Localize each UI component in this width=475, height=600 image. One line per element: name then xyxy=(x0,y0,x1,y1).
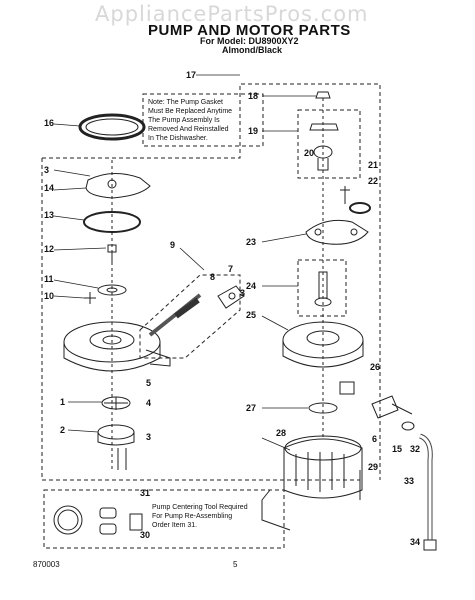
note-box xyxy=(142,93,264,147)
callout-3a: 3 xyxy=(44,165,49,175)
callout-28: 28 xyxy=(276,428,286,438)
callout-9: 9 xyxy=(170,240,175,250)
document-code: 870003 xyxy=(33,560,60,569)
pump-gasket xyxy=(78,113,146,141)
drain-connector xyxy=(371,395,399,419)
centering-tool-plug xyxy=(129,513,143,531)
callout-5: 5 xyxy=(146,378,151,388)
model-line: For Model: DU8900XY2 xyxy=(200,36,299,46)
callout-2: 2 xyxy=(60,425,65,435)
mounting-plate xyxy=(305,219,369,245)
impeller-subbox xyxy=(297,259,347,317)
callout-34: 34 xyxy=(410,537,420,547)
seal-washer xyxy=(97,284,127,296)
callout-14: 14 xyxy=(44,183,54,193)
screw xyxy=(107,244,117,262)
watermark-text: AppliancePartsPros.com xyxy=(95,2,369,26)
callout-18: 18 xyxy=(248,91,258,101)
pump-assembly-outline-top xyxy=(42,83,381,480)
tool-box xyxy=(43,489,285,549)
check-valve xyxy=(217,285,245,309)
callout-3b: 3 xyxy=(146,432,151,442)
pump-base xyxy=(97,424,135,440)
pump-housing-body xyxy=(63,342,161,372)
centering-tool-part-b xyxy=(99,523,117,535)
callout-32: 32 xyxy=(410,444,420,454)
centering-tool-note: Pump Centering Tool Required For Pump Re… xyxy=(152,504,248,529)
callout-30: 30 xyxy=(140,530,150,540)
callout-24: 24 xyxy=(246,281,256,291)
terminal-bracket xyxy=(339,381,355,395)
callout-8: 8 xyxy=(210,272,215,282)
slinger-disc xyxy=(308,402,338,414)
callout-31: 31 xyxy=(140,488,150,498)
page-number: 5 xyxy=(233,560,238,569)
motor xyxy=(283,438,363,499)
centering-tool-part-a xyxy=(99,507,117,519)
color-line: Almond/Black xyxy=(222,45,283,55)
callout-25: 25 xyxy=(246,310,256,320)
callout-26: 26 xyxy=(370,362,380,372)
callout-15: 15 xyxy=(392,444,402,454)
callout-12: 12 xyxy=(44,244,54,254)
hose-subbox xyxy=(139,274,241,359)
callout-27: 27 xyxy=(246,403,256,413)
callout-6: 6 xyxy=(372,434,377,444)
diagram-title: PUMP AND MOTOR PARTS xyxy=(148,22,351,39)
callout-29: 29 xyxy=(368,462,378,472)
seal-subbox xyxy=(297,109,361,179)
callout-16: 16 xyxy=(44,118,54,128)
impeller-shaft xyxy=(318,271,328,299)
shaft-seal xyxy=(309,123,339,131)
hose-clamp xyxy=(423,539,437,551)
motor-nut xyxy=(315,91,331,99)
callout-4: 4 xyxy=(146,398,151,408)
callout-7: 7 xyxy=(228,264,233,274)
callout-21: 21 xyxy=(368,160,378,170)
callout-23: 23 xyxy=(246,237,256,247)
centering-tool-ring xyxy=(53,505,83,535)
callout-20: 20 xyxy=(304,148,314,158)
callout-3c: 3 xyxy=(240,288,245,298)
o-ring xyxy=(349,202,371,214)
callout-13: 13 xyxy=(44,210,54,220)
callout-22: 22 xyxy=(368,176,378,186)
pump-guard xyxy=(85,173,151,199)
pump-gasket-note: Note: The Pump Gasket Must Be Replaced A… xyxy=(148,99,233,142)
callout-19: 19 xyxy=(248,126,258,136)
callout-17: 17 xyxy=(186,70,196,80)
callout-33: 33 xyxy=(404,476,414,486)
callout-10: 10 xyxy=(44,291,54,301)
pump-assembly-outline xyxy=(41,158,360,481)
callout-1: 1 xyxy=(60,397,65,407)
callout-11: 11 xyxy=(44,274,54,284)
sealing-ring xyxy=(83,211,141,233)
